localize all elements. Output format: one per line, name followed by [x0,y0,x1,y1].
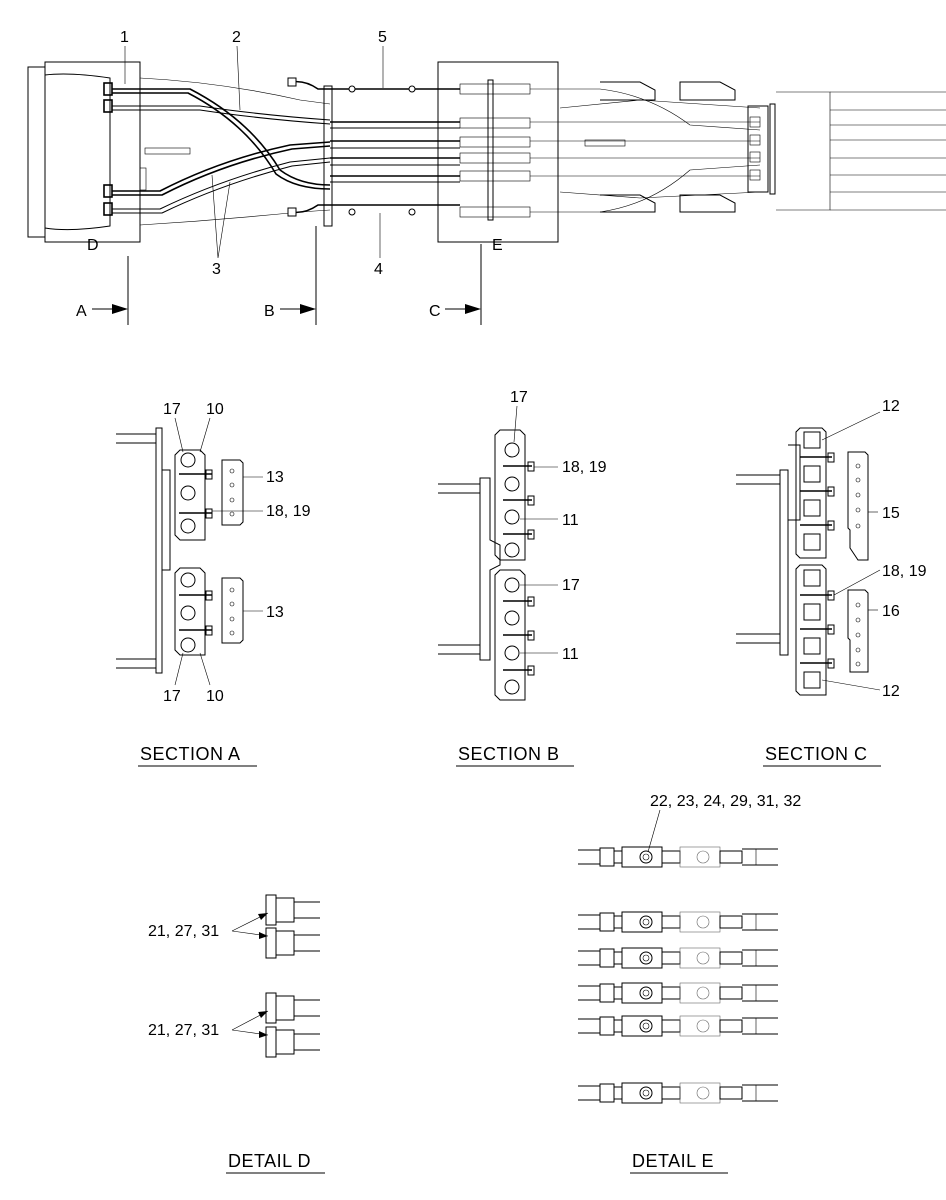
section-a-title: SECTION A [140,744,241,764]
section-arrow-c: C [429,303,441,320]
secC-callout-15: 15 [882,505,900,522]
secC-callout-16: 16 [882,603,900,620]
secC-callout-18-19: 18, 19 [882,563,927,580]
callout-4: 4 [374,261,383,278]
callout-2: 2 [232,29,241,46]
coupler-row [578,947,778,969]
secA-callout-13-bottom: 13 [266,604,284,621]
coupler-row [578,846,778,868]
secB-callout-18-19: 18, 19 [562,459,607,476]
section-b-title: SECTION B [458,744,560,764]
secB-callout-11-top: 11 [562,512,579,529]
secA-callout-13-top: 13 [266,469,284,486]
secA-callout-17-bottom: 17 [163,688,181,705]
coupler-row [578,911,778,933]
section-arrow-b: B [264,303,275,320]
coupler-row [578,1082,778,1104]
detail-d-label: D [87,237,99,254]
detail-e-view: 22, 23, 24, 29, 31, 32 DETAIL E [578,793,801,1174]
detail-d-view: 21, 27, 31 21, 27, 31 DETAIL D [148,894,325,1174]
coupler-row [578,1015,778,1037]
secA-callout-10-top: 10 [206,401,224,418]
top-assembly-view: 1 2 5 3 4 D E A B C [27,29,946,325]
detail-e-label: E [492,237,503,254]
coupler-row [578,982,778,1004]
callout-1: 1 [120,29,129,46]
detail-e-title: DETAIL E [632,1151,714,1171]
section-a-view: 17 10 13 18, 19 13 17 10 SECTION A [116,401,311,767]
secB-callout-11-bottom: 11 [562,646,579,663]
detE-callout: 22, 23, 24, 29, 31, 32 [650,793,801,810]
secA-callout-18-19: 18, 19 [266,503,311,520]
detD-callout-lower: 21, 27, 31 [148,1022,219,1039]
secC-callout-12-bottom: 12 [882,683,900,700]
section-c-title: SECTION C [765,744,868,764]
secC-callout-12-top: 12 [882,398,900,415]
callout-3: 3 [212,261,221,278]
detD-callout-upper: 21, 27, 31 [148,923,219,940]
secA-callout-10-bottom: 10 [206,688,224,705]
section-arrow-a: A [76,303,87,320]
secB-callout-17-mid: 17 [562,577,580,594]
detail-d-title: DETAIL D [228,1151,311,1171]
secB-callout-17-top: 17 [510,389,528,406]
callout-5: 5 [378,29,387,46]
section-c-view: 12 15 18, 19 16 12 SECTION C [736,398,927,767]
secA-callout-17-top: 17 [163,401,181,418]
section-b-view: 17 18, 19 11 17 11 SECTION B [438,389,607,767]
